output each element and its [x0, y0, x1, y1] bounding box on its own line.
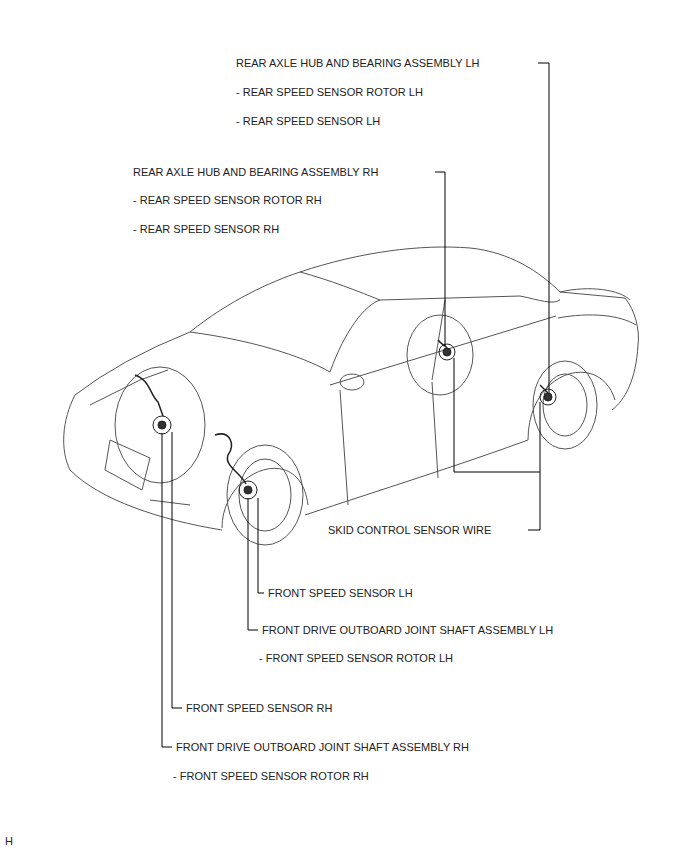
hubs [153, 344, 556, 499]
part-label: - REAR SPEED SENSOR ROTOR RH [132, 193, 323, 207]
part-label: REAR AXLE HUB AND BEARING ASSEMBLY LH [235, 56, 481, 70]
part-label: FRONT SPEED SENSOR LH [267, 586, 414, 600]
part-label: - REAR SPEED SENSOR RH [132, 222, 280, 236]
car-body [64, 247, 639, 545]
part-label: - REAR SPEED SENSOR LH [235, 114, 381, 128]
part-label: FRONT DRIVE OUTBOARD JOINT SHAFT ASSEMBL… [175, 740, 470, 754]
part-label: SKID CONTROL SENSOR WIRE [327, 523, 492, 537]
part-label: - FRONT SPEED SENSOR ROTOR RH [172, 769, 370, 783]
part-label: FRONT DRIVE OUTBOARD JOINT SHAFT ASSEMBL… [261, 623, 554, 637]
sensor-wires [135, 340, 548, 484]
part-label: H [4, 834, 14, 848]
part-label: - FRONT SPEED SENSOR ROTOR LH [258, 651, 454, 665]
part-label: REAR AXLE HUB AND BEARING ASSEMBLY RH [132, 165, 379, 179]
part-label: - REAR SPEED SENSOR ROTOR LH [235, 85, 424, 99]
part-label: FRONT SPEED SENSOR RH [185, 701, 334, 715]
